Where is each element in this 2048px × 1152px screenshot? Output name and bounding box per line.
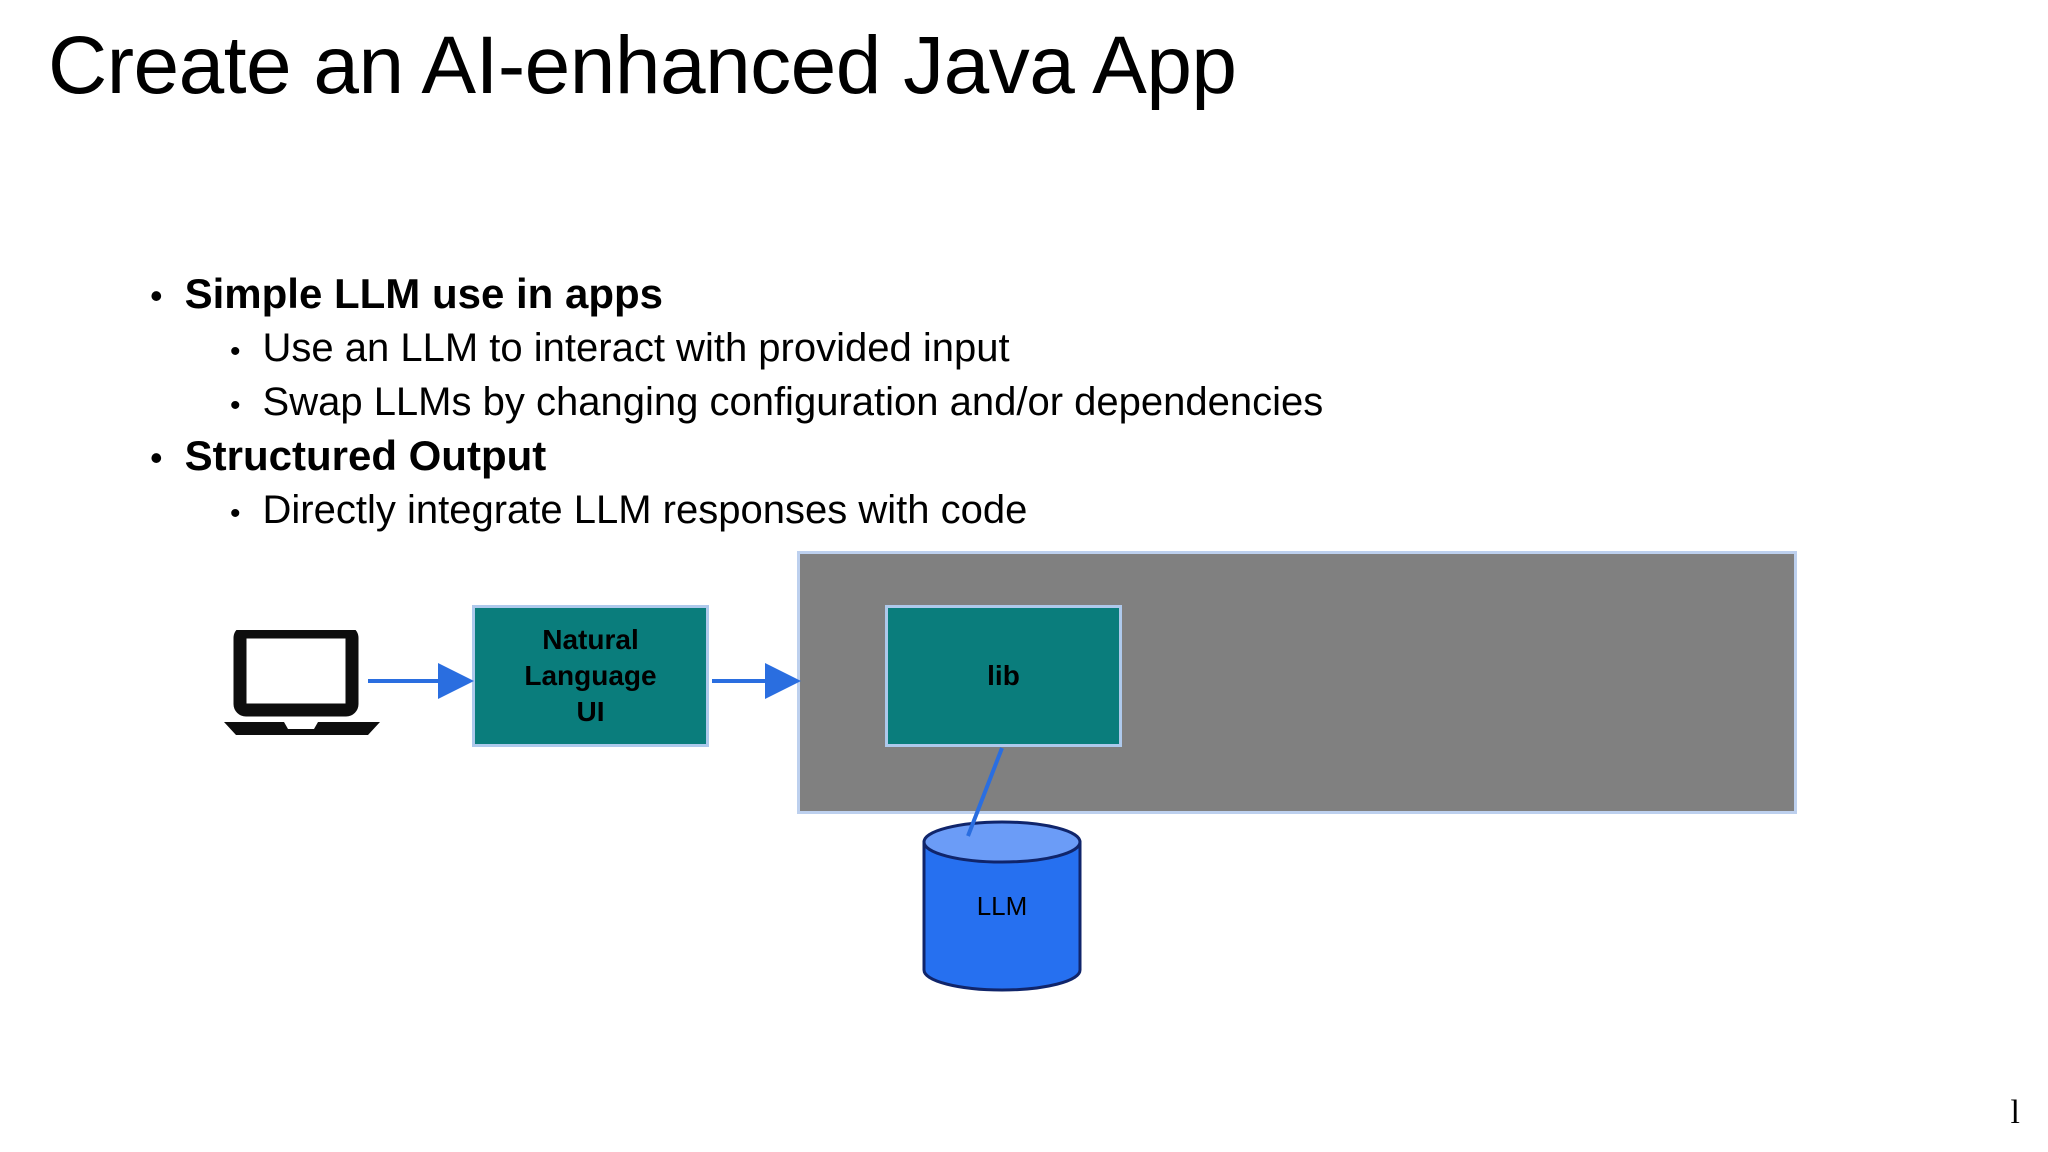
list-item: • Directly integrate LLM responses with … bbox=[230, 484, 1850, 536]
natural-language-ui-box: Natural Language UI bbox=[472, 605, 709, 747]
page-title: Create an AI-enhanced Java App bbox=[48, 20, 1237, 111]
bullet-text: Swap LLMs by changing configuration and/… bbox=[262, 380, 1324, 424]
bullet-marker-icon: • bbox=[230, 497, 241, 530]
label-line: Language bbox=[524, 660, 657, 692]
footer-mark: l bbox=[2010, 1094, 2020, 1131]
bullet-text: Simple LLM use in apps bbox=[184, 270, 664, 317]
lib-label: lib bbox=[987, 660, 1020, 692]
list-item: • Swap LLMs by changing configuration an… bbox=[230, 376, 1850, 428]
list-item: • Simple LLM use in apps bbox=[150, 268, 1850, 320]
bullet-marker-icon: • bbox=[230, 389, 241, 422]
bullet-text: Structured Output bbox=[184, 432, 547, 479]
bullet-marker-icon: • bbox=[230, 335, 241, 368]
lib-box: lib bbox=[885, 605, 1122, 747]
bullet-list: • Simple LLM use in apps • Use an LLM to… bbox=[150, 268, 1850, 538]
llm-datastore-shape: LLM bbox=[922, 820, 1082, 992]
natural-language-ui-label: Natural Language UI bbox=[524, 622, 656, 729]
bullet-text: Directly integrate LLM responses with co… bbox=[262, 488, 1028, 532]
bullet-marker-icon: • bbox=[150, 437, 163, 478]
list-item: • Use an LLM to interact with provided i… bbox=[230, 322, 1850, 374]
label-line: UI bbox=[576, 695, 605, 727]
label-line: Natural bbox=[542, 624, 639, 656]
bullet-marker-icon: • bbox=[150, 275, 163, 316]
laptop-icon bbox=[222, 625, 382, 736]
bullet-text: Use an LLM to interact with provided inp… bbox=[262, 326, 1010, 370]
list-item: • Structured Output bbox=[150, 430, 1850, 482]
